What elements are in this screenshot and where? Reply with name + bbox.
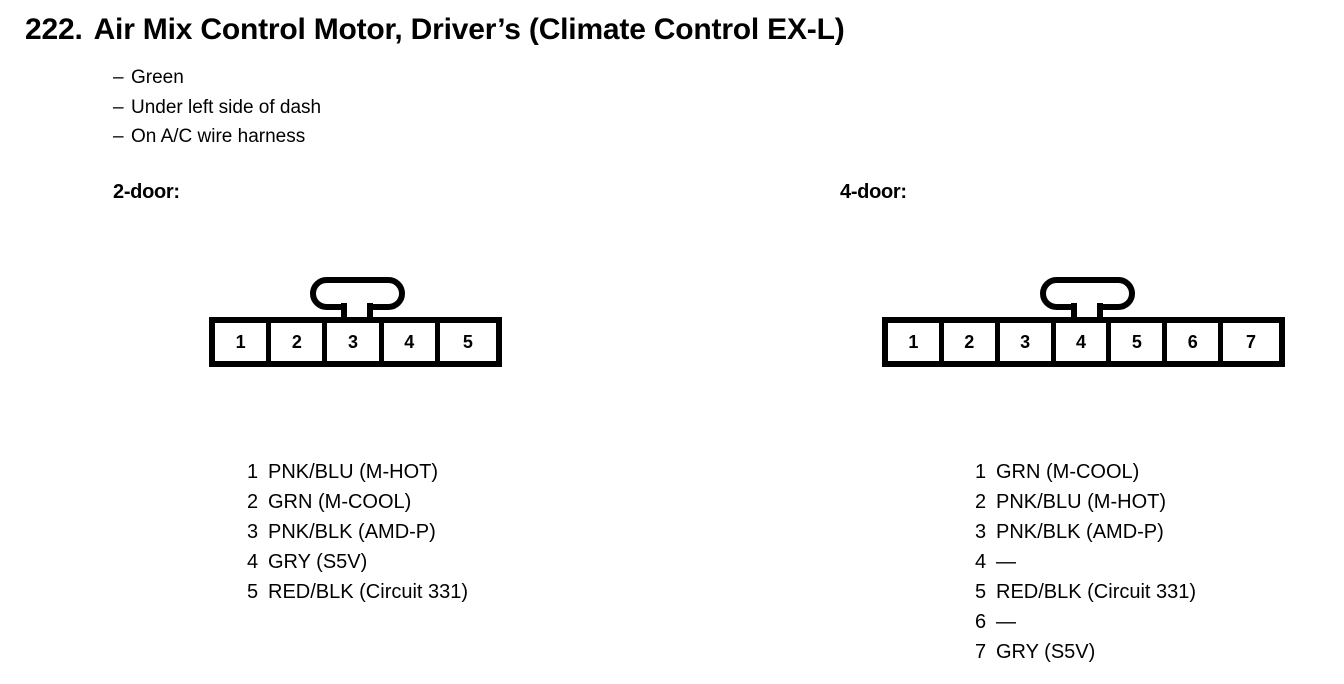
pin-legend-label: —	[996, 611, 1016, 633]
pin-legend-label: GRY (S5V)	[268, 551, 368, 573]
pin-legend-row: 5 RED/BLK (Circuit 331)	[975, 577, 1196, 607]
connector-pin-5: 5	[1111, 323, 1168, 361]
pin-legend-number: 3	[247, 521, 259, 543]
variant-heading-4-door: 4-door:	[840, 181, 907, 203]
pin-legend-number: 1	[247, 461, 259, 483]
connector-body-7-pin: 1 2 3 4 5 6 7	[882, 317, 1285, 367]
connector-pin-5: 5	[439, 323, 496, 361]
pin-legend-row: 2 PNK/BLU (M-HOT)	[975, 487, 1196, 517]
en-dash-bullet-icon: –	[113, 67, 124, 88]
connector-pin-1: 1	[888, 323, 944, 361]
attribute-item: –Under left side of dash	[113, 93, 321, 123]
attribute-text: Under left side of dash	[131, 96, 322, 118]
pin-legend-label: PNK/BLK (AMD-P)	[268, 521, 436, 543]
connector-pin-7: 7	[1223, 323, 1279, 361]
attribute-list: –Green –Under left side of dash –On A/C …	[113, 63, 321, 152]
connector-pin-2: 2	[943, 323, 1000, 361]
attribute-text: On A/C wire harness	[131, 126, 306, 147]
pin-legend-row: 1 GRN (M-COOL)	[975, 457, 1196, 487]
pin-legend-row: 3 PNK/BLK (AMD-P)	[975, 517, 1196, 547]
pin-legend-number: 7	[975, 641, 987, 663]
pin-legend-row: 7 GRY (S5V)	[975, 637, 1196, 667]
pin-legend-label: —	[996, 551, 1016, 573]
connector-latch-neck	[341, 303, 373, 321]
connector-pin-2: 2	[271, 323, 328, 361]
pin-legend-number: 1	[975, 461, 987, 483]
page-title: 222. Air Mix Control Motor, Driver’s (Cli…	[25, 12, 845, 48]
pin-legend-row: 3 PNK/BLK (AMD-P)	[247, 517, 468, 547]
pin-legend-label: RED/BLK (Circuit 331)	[996, 581, 1197, 603]
en-dash-bullet-icon: –	[113, 96, 124, 118]
pin-legend-number: 2	[247, 491, 259, 513]
attribute-item: –On A/C wire harness	[113, 122, 321, 152]
variant-heading-2-door: 2-door:	[113, 181, 180, 203]
pin-legend-number: 4	[975, 551, 987, 573]
pin-legend-label: RED/BLK (Circuit 331)	[268, 581, 469, 603]
connector-body-5-pin: 1 2 3 4 5	[209, 317, 502, 367]
pin-legend-number: 4	[247, 551, 259, 573]
connector-pin-4: 4	[1055, 323, 1112, 361]
attribute-text: Green	[131, 67, 184, 88]
pin-legend-label: PNK/BLU (M-HOT)	[996, 491, 1166, 513]
attribute-item: –Green	[113, 63, 321, 93]
pin-legend-row: 6—	[975, 607, 1196, 637]
connector-pin-1: 1	[215, 323, 272, 361]
pin-legend-number: 5	[247, 581, 259, 603]
connector-pin-3: 3	[327, 323, 384, 361]
pin-legend-label: PNK/BLU (M-HOT)	[268, 461, 438, 483]
pin-legend-label: PNK/BLK (AMD-P)	[996, 521, 1164, 543]
pin-legend-number: 3	[975, 521, 987, 543]
pin-legend-label: GRN (M-COOL)	[268, 491, 412, 513]
connector-pin-4: 4	[383, 323, 440, 361]
page-title-number: 222.	[25, 13, 83, 46]
page-title-text: Air Mix Control Motor, Driver’s (Climate…	[93, 13, 845, 46]
pin-legend-number: 6	[975, 611, 987, 633]
pin-legend-number: 5	[975, 581, 987, 603]
pin-legend-2-door: 1 PNK/BLU (M-HOT) 2 GRN (M-COOL) 3 PNK/BLK …	[247, 457, 468, 607]
pin-legend-number: 2	[975, 491, 987, 513]
pin-legend-4-door: 1 GRN (M-COOL) 2 PNK/BLU (M-HOT) 3 PNK/BLK …	[975, 457, 1196, 667]
connector-pin-6: 6	[1167, 323, 1224, 361]
connector-latch-neck	[1071, 303, 1103, 321]
pin-legend-row: 4 GRY (S5V)	[247, 547, 468, 577]
pin-legend-row: 4—	[975, 547, 1196, 577]
connector-pin-3: 3	[999, 323, 1056, 361]
pin-legend-row: 2 GRN (M-COOL)	[247, 487, 468, 517]
pin-legend-row: 1 PNK/BLU (M-HOT)	[247, 457, 468, 487]
pin-legend-label: GRY (S5V)	[996, 641, 1096, 663]
en-dash-bullet-icon: –	[113, 126, 124, 147]
pin-legend-label: GRN (M-COOL)	[996, 461, 1140, 483]
pin-legend-row: 5 RED/BLK (Circuit 331)	[247, 577, 468, 607]
